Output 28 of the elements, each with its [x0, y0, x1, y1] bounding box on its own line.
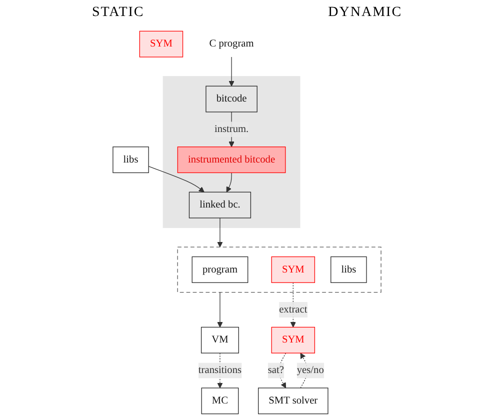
- cluster: [162, 76, 300, 228]
- arrow: [226, 172, 232, 192]
- node-box: SYM: [271, 256, 316, 283]
- node-text: C program: [209, 38, 254, 50]
- edge-label: instrum.: [214, 124, 249, 135]
- node-box: bitcode: [206, 86, 258, 112]
- node-box: VM: [200, 326, 239, 354]
- edge-label: transitions: [198, 364, 242, 376]
- node-box: SYM: [271, 326, 316, 354]
- node-box: program: [192, 256, 248, 283]
- arrow: [217, 292, 223, 328]
- node-box: libs: [112, 146, 149, 174]
- arrow: [228, 56, 234, 86]
- cluster: [177, 246, 382, 293]
- edge-label: sat?: [268, 364, 284, 376]
- arrow: [278, 352, 286, 388]
- column-heading: DYNAMIC: [328, 5, 402, 21]
- edge-label: extract: [279, 304, 308, 315]
- node-box: MC: [201, 388, 239, 414]
- node-box: instrumented bitcode: [177, 146, 286, 174]
- node-box: linked bc.: [188, 192, 252, 218]
- edge-label: yes/no: [296, 364, 324, 376]
- arrow: [217, 218, 223, 248]
- node-box: SYM: [139, 30, 184, 58]
- node-box: SMT solver: [258, 388, 328, 414]
- column-heading: STATIC: [92, 5, 144, 21]
- arrow: [148, 166, 204, 192]
- node-box: libs: [330, 256, 367, 283]
